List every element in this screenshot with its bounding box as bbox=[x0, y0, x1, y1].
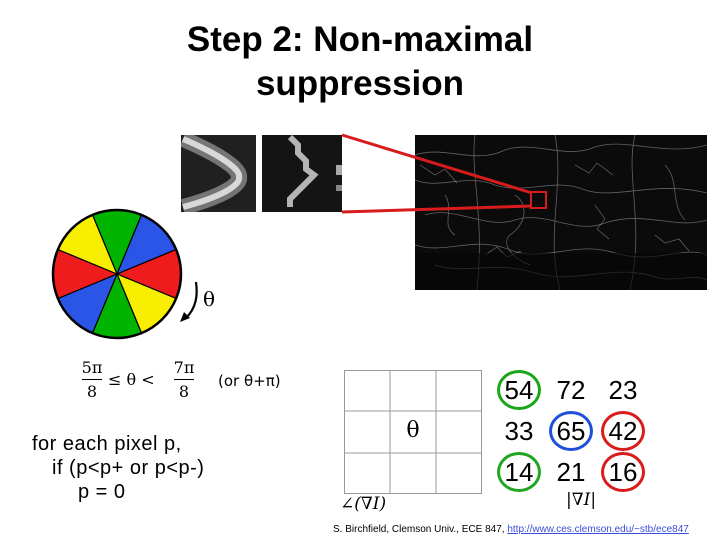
lower-bound-denominator: 8 bbox=[80, 382, 104, 401]
center-theta: θ bbox=[390, 418, 436, 443]
pseudocode-line-3: p = 0 bbox=[78, 480, 126, 504]
angle-gradient-label: ∠(∇I) bbox=[340, 494, 386, 514]
pseudocode-line-2: if (p<p+ or p<p-) bbox=[52, 456, 204, 480]
upper-bound-numerator: 7π bbox=[172, 358, 196, 377]
lower-bound-numerator: 5π bbox=[80, 358, 104, 377]
matrix-value: 42 bbox=[603, 413, 643, 449]
matrix-value: 54 bbox=[499, 372, 539, 408]
pseudocode-line-1: for each pixel p, bbox=[32, 432, 182, 456]
matrix-value: 65 bbox=[551, 413, 591, 449]
upper-fraction-bar bbox=[174, 379, 194, 380]
matrix-value: 14 bbox=[499, 454, 539, 490]
angle-range-formula: 5π 8 ≤ θ < 7π 8 bbox=[80, 358, 200, 406]
matrix-value: 23 bbox=[603, 372, 643, 408]
angle-grid: θ bbox=[344, 370, 482, 494]
credit-link[interactable]: http://www.ces.clemson.edu/~stb/ece847 bbox=[507, 524, 689, 535]
matrix-value: 16 bbox=[603, 454, 643, 490]
magnitude-gradient-label: |∇I| bbox=[566, 490, 596, 510]
matrix-value: 33 bbox=[499, 413, 539, 449]
lower-fraction-bar bbox=[82, 379, 102, 380]
matrix-value: 72 bbox=[551, 372, 591, 408]
credit-text: S. Birchfield, Clemson Univ., ECE 847, bbox=[333, 524, 507, 535]
rotation-arrow-icon bbox=[176, 280, 206, 325]
or-theta-plus-pi: (or θ+π) bbox=[218, 372, 281, 390]
magnitude-matrix: 54 72 23 33 65 42 14 21 16 bbox=[493, 370, 649, 494]
upper-bound-denominator: 8 bbox=[172, 382, 196, 401]
matrix-value: 21 bbox=[551, 454, 591, 490]
inequality: ≤ θ < bbox=[108, 370, 155, 389]
theta-label: θ bbox=[203, 287, 215, 311]
credit-line: S. Birchfield, Clemson Univ., ECE 847, h… bbox=[333, 524, 689, 535]
